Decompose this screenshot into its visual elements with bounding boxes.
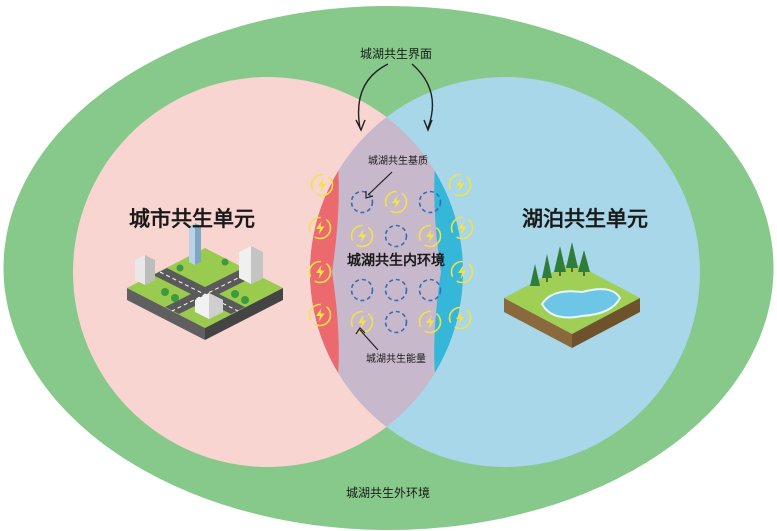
isometric-city-icon bbox=[127, 223, 283, 340]
interface-arrows bbox=[355, 63, 434, 132]
inner-environment-label: 城湖共生内环境 bbox=[347, 252, 445, 269]
lake-unit-label: 湖泊共生单元 bbox=[522, 207, 648, 231]
interface-label: 城湖共生界面 bbox=[360, 46, 432, 61]
substrate-label: 城湖共生基质 bbox=[368, 154, 428, 167]
pointer-lines bbox=[355, 171, 393, 351]
city-unit-label: 城市共生单元 bbox=[129, 207, 255, 231]
isometric-lake-icon bbox=[504, 242, 640, 348]
outer-environment-label: 城湖共生外环境 bbox=[346, 485, 430, 500]
energy-label: 城湖共生能量 bbox=[366, 352, 426, 365]
